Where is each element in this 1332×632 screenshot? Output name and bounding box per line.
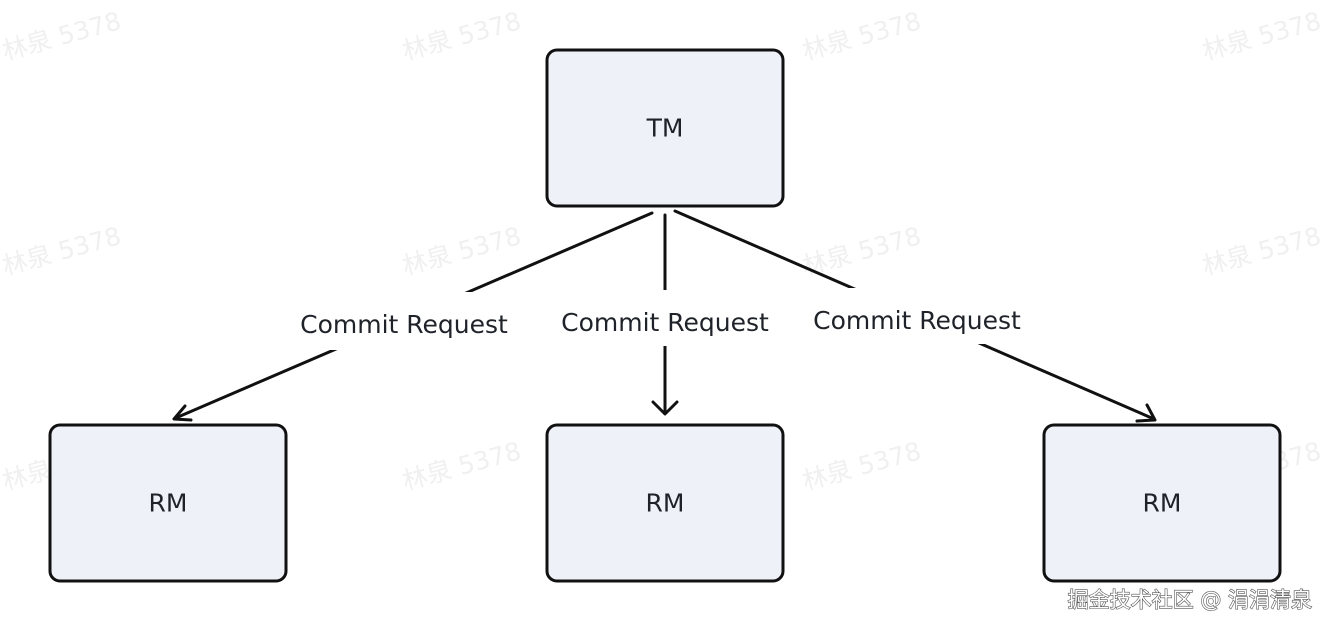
edge-label-right: Commit Request [813, 306, 1021, 335]
edge-label-left: Commit Request [300, 310, 508, 339]
arrowhead-icon [651, 400, 679, 416]
watermark-text: 林泉 5378 [399, 436, 524, 495]
node-box [48, 423, 288, 583]
watermark-text: 林泉 5378 [0, 6, 124, 65]
watermark-text: 林泉 5378 [399, 6, 524, 65]
watermark-text: 林泉 5378 [1199, 221, 1324, 280]
node-label: RM [646, 489, 685, 518]
watermark-text: 林泉 5378 [0, 221, 124, 280]
node-box [545, 48, 785, 208]
node-label: RM [1143, 489, 1182, 518]
node-box [545, 423, 785, 583]
arrowhead-icon [1135, 403, 1157, 423]
node-label: TM [646, 114, 684, 143]
watermark-text: 林泉 5378 [1199, 6, 1324, 65]
node-rm-left: RM [48, 423, 288, 583]
node-rm-right: RM [1042, 423, 1282, 583]
node-box [1042, 423, 1282, 583]
credit-watermark: 掘金技术社区 @ 涓涓清泉 [1068, 588, 1312, 612]
edge-label-background [800, 288, 1034, 344]
node-rm-center: RM [545, 423, 785, 583]
arrowhead-icon [172, 404, 193, 422]
watermark-text: 林泉 5378 [799, 6, 924, 65]
edge-label-center: Commit Request [561, 308, 769, 337]
edge-label-background [548, 290, 782, 346]
watermark-text: 林泉 5378 [399, 221, 524, 280]
edge-labels-layer: Commit Request Commit Request Commit Req… [288, 288, 1034, 350]
node-label: RM [149, 489, 188, 518]
watermark-text: 林泉 5378 [799, 436, 924, 495]
node-tm: TM [545, 48, 785, 208]
edge-label-background [288, 292, 520, 350]
